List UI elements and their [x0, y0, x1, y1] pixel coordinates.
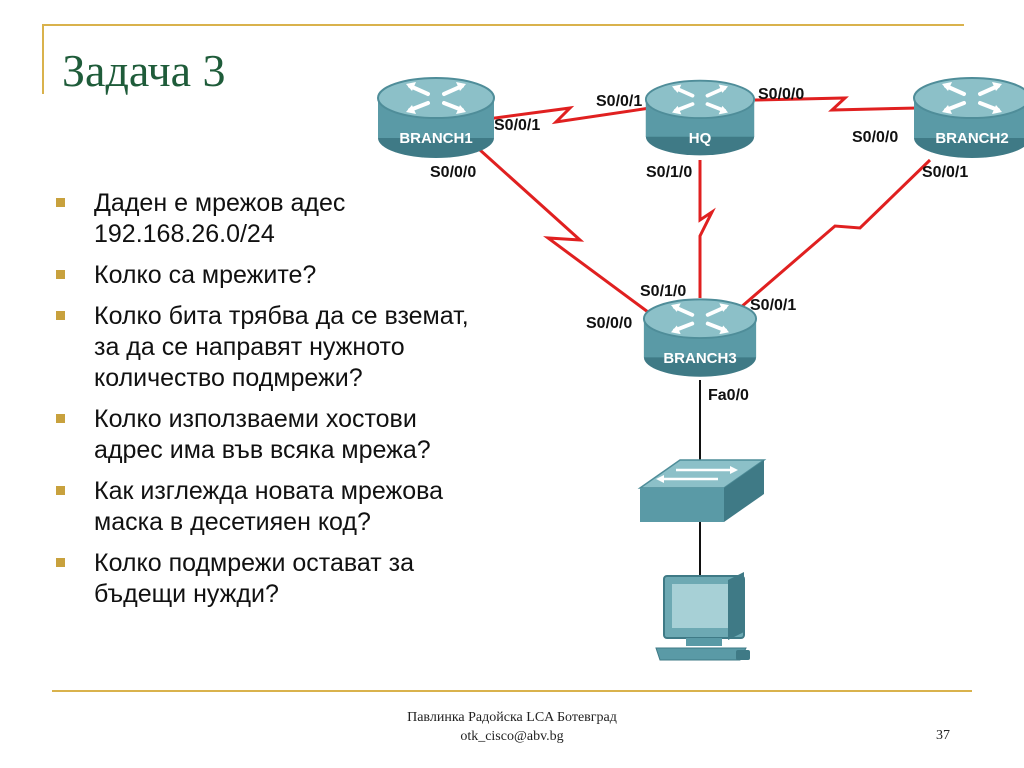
router-branch3: BRANCH3 [642, 297, 758, 379]
bullet-text: Колко подмрежи остават за бъдещи нужди? [94, 549, 414, 608]
bullet-text: Колко бита трябва да се вземат, за да се… [94, 302, 469, 392]
router-label-branch2: BRANCH2 [935, 130, 1008, 147]
bullet-item: Колко използваеми хостови адрес има във … [54, 404, 554, 466]
bullet-item: Колко подмрежи остават за бъдещи нужди? [54, 548, 554, 610]
bullet-item: Даден е мрежов адес 192.168.26.0/24 [54, 188, 554, 250]
interface-label-branch1-s000: S0/0/0 [430, 164, 476, 181]
frame-left-line [42, 24, 44, 94]
bullet-text: Колко са мрежите? [94, 261, 317, 289]
bullet-square-icon [56, 198, 65, 207]
bullet-text: Колко използваеми хостови адрес има във … [94, 405, 431, 464]
link-branch2-branch3 [739, 158, 932, 310]
footer-author: Павлинка Радойска LCA Ботевград [407, 710, 617, 725]
bullet-square-icon [56, 486, 65, 495]
footer-email: otk_cisco@abv.bg [460, 729, 564, 744]
bullet-item: Колко бита трябва да се вземат, за да се… [54, 301, 554, 394]
question-list: Даден е мрежов адес 192.168.26.0/24 Колк… [54, 188, 554, 620]
interface-label-hq-s010: S0/1/0 [646, 164, 692, 181]
bullet-square-icon [56, 414, 65, 423]
footer: Павлинка Радойска LCA Ботевград otk_cisc… [300, 708, 724, 746]
switch-icon [637, 459, 767, 522]
link-hq-branch2 [754, 96, 919, 112]
bullet-text: Даден е мрежов адес 192.168.26.0/24 [94, 189, 346, 248]
router-hq: HQ [644, 78, 756, 158]
bullet-item: Как изглежда новата мрежова маска в десе… [54, 476, 554, 538]
interface-label-branch3-s000: S0/0/0 [586, 315, 632, 332]
router-branch2: BRANCH2 [912, 76, 1024, 160]
bullet-square-icon [56, 311, 65, 320]
link-hq-branch3 [698, 160, 716, 298]
bullet-square-icon [56, 558, 65, 567]
interface-label-branch3-fa00: Fa0/0 [708, 387, 749, 404]
serial-links [478, 96, 932, 314]
interface-label-branch1-s001: S0/0/1 [494, 117, 540, 134]
interface-label-branch2-s000: S0/0/0 [852, 129, 898, 146]
link-branch1-hq [479, 105, 651, 125]
interface-label-branch3-s001: S0/0/1 [750, 297, 796, 314]
frame-top-line [42, 24, 964, 26]
bullet-item: Колко са мрежите? [54, 260, 554, 291]
link-branch1-branch3 [478, 148, 649, 314]
interface-label-branch3-s010: S0/1/0 [640, 283, 686, 300]
interface-label-hq-s001: S0/0/1 [596, 93, 642, 110]
interface-label-hq-s000: S0/0/0 [758, 86, 804, 103]
page-number: 37 [936, 728, 950, 743]
pc-icon [655, 572, 750, 661]
footer-divider [52, 690, 972, 692]
router-label-branch1: BRANCH1 [399, 130, 472, 147]
interface-label-branch2-s001: S0/0/1 [922, 164, 968, 181]
router-branch1: BRANCH1 [376, 76, 496, 160]
router-label-hq: HQ [689, 130, 712, 147]
router-label-branch3: BRANCH3 [663, 350, 736, 367]
slide-title: Задача 3 [62, 45, 226, 96]
bullet-square-icon [56, 270, 65, 279]
bullet-text: Как изглежда новата мрежова маска в десе… [94, 477, 444, 536]
